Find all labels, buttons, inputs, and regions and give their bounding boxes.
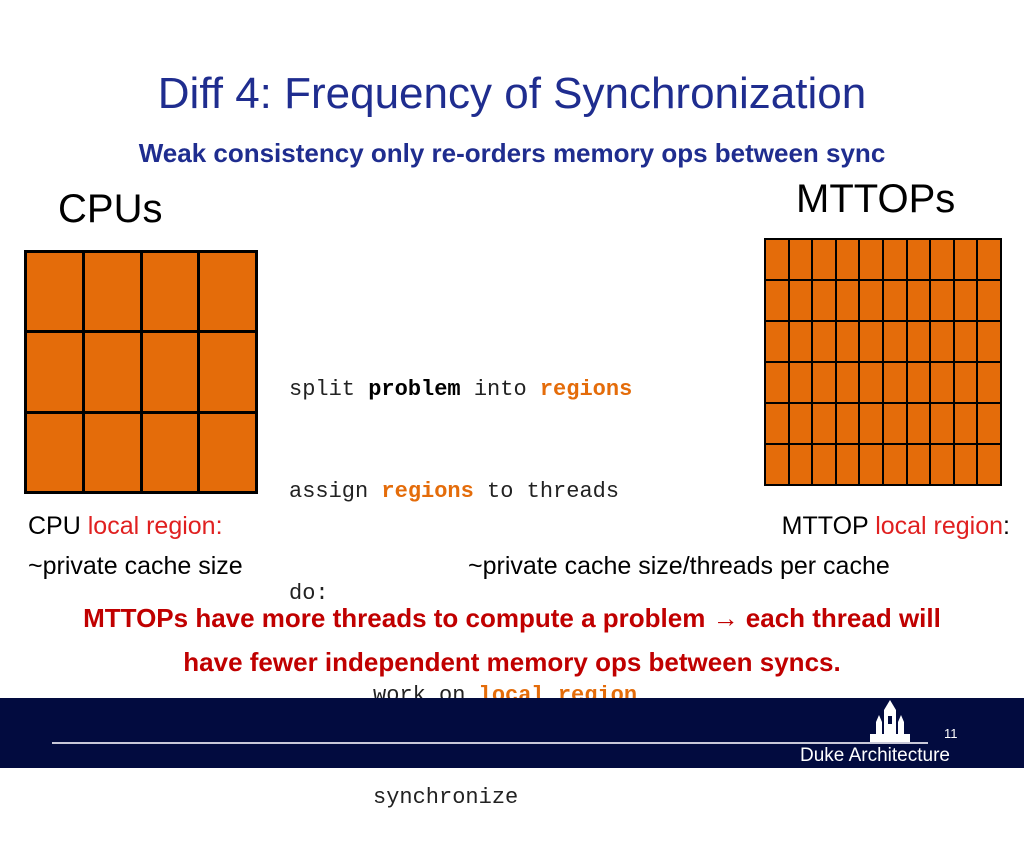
region-cell xyxy=(789,240,812,279)
cpu-note-line-2: ~private cache size xyxy=(28,552,243,580)
region-cell xyxy=(84,413,140,491)
duke-chapel-icon xyxy=(870,700,910,744)
code-keyword-problem: problem xyxy=(368,377,461,402)
mttop-local-region-note: MTTOP local region: xyxy=(781,512,1010,540)
region-cell xyxy=(142,333,198,411)
region-cell xyxy=(884,363,906,402)
region-cell xyxy=(836,281,859,320)
cpu-note-line-1: CPU local region: xyxy=(28,512,223,540)
region-cell xyxy=(860,363,882,402)
region-cell xyxy=(931,363,953,402)
mttop-region-grid xyxy=(764,238,1002,486)
region-cell xyxy=(142,253,198,331)
conclusion-line-1: MTTOPs have more threads to compute a pr… xyxy=(83,603,941,633)
region-cell xyxy=(789,363,812,402)
region-cell xyxy=(860,322,882,361)
region-cell xyxy=(789,281,812,320)
region-cell xyxy=(931,404,953,443)
region-cell xyxy=(860,240,882,279)
region-cell xyxy=(27,413,82,491)
conclusion-line-2: have fewer independent memory ops betwee… xyxy=(183,647,841,677)
code-keyword-regions: regions xyxy=(539,377,633,402)
region-cell xyxy=(789,404,812,443)
region-cell xyxy=(813,281,835,320)
region-cell xyxy=(860,281,882,320)
region-cell xyxy=(931,322,953,361)
region-cell xyxy=(813,240,835,279)
conclusion-text: MTTOPs have more threads to compute a pr… xyxy=(0,596,1024,684)
region-cell xyxy=(813,404,835,443)
region-cell xyxy=(860,404,882,443)
region-cell xyxy=(907,363,930,402)
region-cell xyxy=(766,404,788,443)
region-cell xyxy=(813,322,835,361)
mttops-label: MTTOPs xyxy=(796,177,956,221)
right-arrow-icon: → xyxy=(712,603,739,633)
region-cell xyxy=(954,240,977,279)
region-cell xyxy=(27,253,82,331)
footer-bar: 11 Duke Architecture xyxy=(0,698,1024,768)
cpu-local-region-note: CPU local region: ~private cache size xyxy=(28,506,243,586)
region-cell xyxy=(789,445,812,484)
region-cell xyxy=(978,445,1000,484)
region-cell xyxy=(766,240,788,279)
region-cell xyxy=(978,363,1000,402)
region-cell xyxy=(766,363,788,402)
region-cell xyxy=(978,281,1000,320)
region-cell xyxy=(954,322,977,361)
region-cell xyxy=(142,413,198,491)
region-cell xyxy=(813,445,835,484)
cpus-label: CPUs xyxy=(58,187,163,231)
cpu-region-grid xyxy=(24,250,258,494)
mttop-note-line-2: ~private cache size/threads per cache xyxy=(468,552,890,580)
region-cell xyxy=(884,445,906,484)
page-number: 11 xyxy=(944,726,958,741)
region-cell xyxy=(766,322,788,361)
region-cell xyxy=(907,445,930,484)
region-cell xyxy=(954,404,977,443)
region-cell xyxy=(884,240,906,279)
region-cell xyxy=(813,363,835,402)
region-cell xyxy=(978,404,1000,443)
code-line-2: assign regions to threads xyxy=(289,479,620,504)
region-cell xyxy=(200,333,255,411)
region-cell xyxy=(907,281,930,320)
region-cell xyxy=(931,281,953,320)
region-cell xyxy=(954,363,977,402)
region-cell xyxy=(836,445,859,484)
region-cell xyxy=(954,281,977,320)
region-cell xyxy=(931,445,953,484)
region-cell xyxy=(931,240,953,279)
region-cell xyxy=(200,413,255,491)
region-cell xyxy=(954,445,977,484)
code-line-1: split problem into regions xyxy=(289,377,633,402)
duke-architecture-brand: Duke Architecture xyxy=(800,745,950,766)
slide-title: Diff 4: Frequency of Synchronization xyxy=(157,69,867,118)
code-line-5: synchronize xyxy=(373,785,519,810)
region-cell xyxy=(789,322,812,361)
code-keyword-regions: regions xyxy=(381,479,474,504)
region-cell xyxy=(907,240,930,279)
region-cell xyxy=(84,333,140,411)
region-cell xyxy=(860,445,882,484)
code-line-3: do: xyxy=(289,581,329,606)
region-cell xyxy=(836,240,859,279)
region-cell xyxy=(907,322,930,361)
region-cell xyxy=(766,445,788,484)
region-cell xyxy=(836,404,859,443)
region-cell xyxy=(884,404,906,443)
region-cell xyxy=(884,281,906,320)
region-cell xyxy=(978,240,1000,279)
region-cell xyxy=(84,253,140,331)
region-cell xyxy=(766,281,788,320)
region-cell xyxy=(836,322,859,361)
region-cell xyxy=(978,322,1000,361)
region-cell xyxy=(836,363,859,402)
region-cell xyxy=(907,404,930,443)
slide-subtitle: Weak consistency only re-orders memory o… xyxy=(138,138,886,168)
region-cell xyxy=(200,253,255,331)
region-cell xyxy=(27,333,82,411)
region-cell xyxy=(884,322,906,361)
footer-divider xyxy=(52,742,928,744)
